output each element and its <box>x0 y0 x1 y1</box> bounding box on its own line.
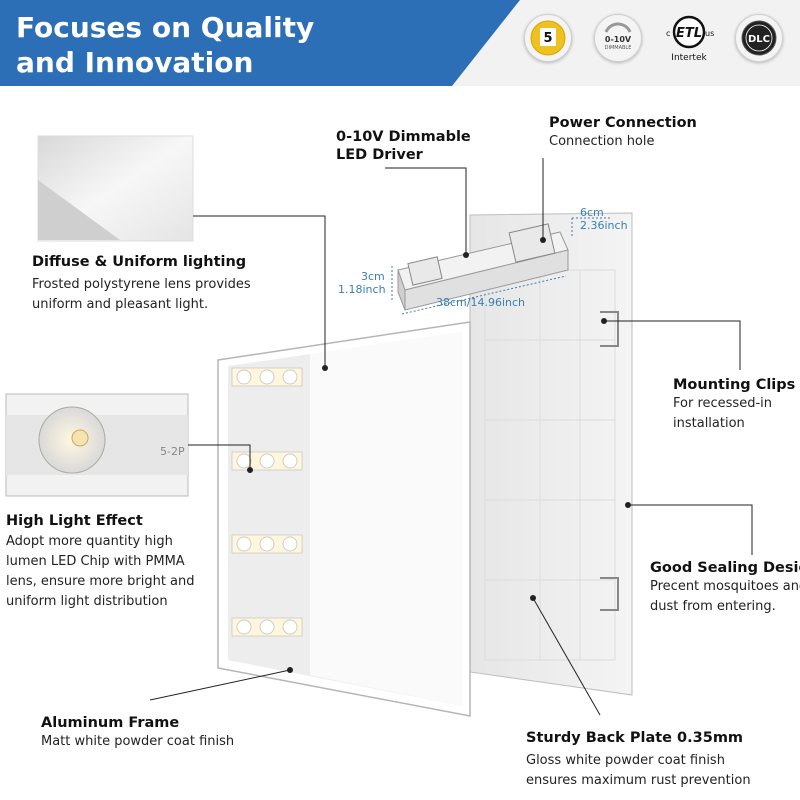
feature-diffuse: Diffuse & Uniform lighting Frosted polys… <box>32 254 251 312</box>
svg-text:DIMMABLE: DIMMABLE <box>605 45 632 51</box>
feature-driver: 0-10V Dimmable LED Driver <box>336 129 471 163</box>
led-chip-closeup-image: 5-2P <box>5 393 189 497</box>
warranty-5-year-icon: 5 <box>524 14 572 62</box>
feature-high-light: High Light Effect Adopt more quantity hi… <box>6 513 195 609</box>
svg-text:DLC: DLC <box>748 34 770 45</box>
svg-text:Intertek: Intertek <box>671 53 707 63</box>
svg-text:us: us <box>705 29 714 38</box>
page-title: Focuses on Quality and Innovation <box>16 11 315 79</box>
dimmable-icon: 0-10V DIMMABLE <box>594 14 642 62</box>
dim-width-in: 2.36inch <box>580 219 628 232</box>
dim-height-in: 1.18inch <box>338 283 386 296</box>
etl-listed-icon: ETL c us Intertek <box>660 10 718 68</box>
dim-height-cm: 3cm <box>361 270 385 283</box>
svg-text:0-10V: 0-10V <box>605 35 632 44</box>
feature-back-plate: Sturdy Back Plate 0.35mm Gloss white pow… <box>526 730 751 788</box>
dim-width-cm: 6cm <box>580 206 604 219</box>
dlc-icon: DLC <box>735 14 783 62</box>
svg-text:ETL: ETL <box>676 26 702 41</box>
feature-sealing: Good Sealing Design Precent mosquitoes a… <box>650 560 800 614</box>
svg-text:5: 5 <box>543 31 552 46</box>
led-driver-box <box>397 223 569 311</box>
dim-length: 38cm/14.96inch <box>436 296 526 309</box>
svg-text:c: c <box>666 29 670 38</box>
feature-power: Power Connection Connection hole <box>549 115 697 149</box>
svg-text:5-2P: 5-2P <box>160 445 185 458</box>
lens-closeup-image <box>37 135 194 242</box>
feature-mounting: Mounting Clips For recessed-in installat… <box>673 377 796 431</box>
feature-frame: Aluminum Frame Matt white powder coat fi… <box>41 715 235 749</box>
